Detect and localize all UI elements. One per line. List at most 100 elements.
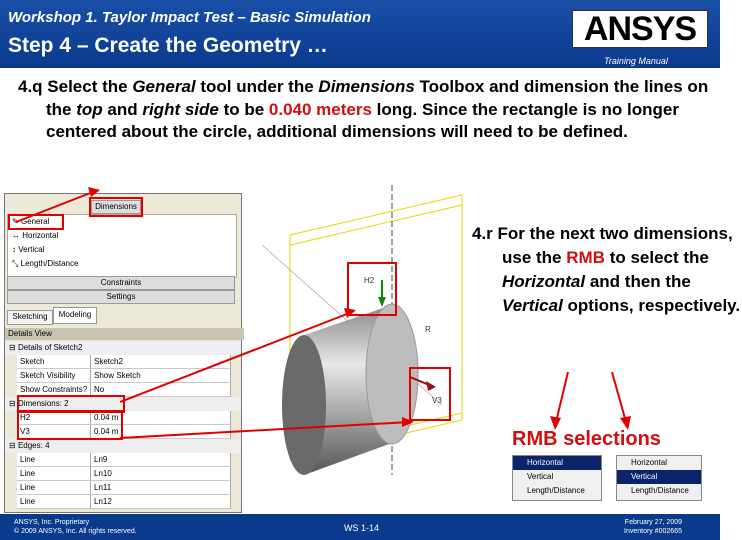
details-section-sketch[interactable]: ⊟ Details of Sketch2 [5,341,241,355]
details-section-label: Details of Sketch2 [17,343,83,352]
rtext-rmb: RMB [566,248,605,267]
menu-label: Vertical [631,472,658,481]
rtext-prefix: 4.r For the next two dimensions, use the [472,224,733,267]
arrow-rmb-right [611,371,627,423]
arrow-general [15,189,99,223]
highlight-right-line [409,367,451,421]
radius-label: R [425,325,431,334]
horizontal-tool-label: Horizontal [22,231,59,240]
footer-copyright: ANSYS, Inc. Proprietary © 2009 ANSYS, Inc… [14,518,137,536]
instr-top: top [76,99,103,119]
workshop-title: Workshop 1. Taylor Impact Test – Basic S… [8,9,371,26]
rtext-suffix: options, respectively. [562,296,741,315]
tab-sketching[interactable]: Sketching [7,310,53,325]
highlight-dimension-values [17,410,123,440]
cylinder-end [282,335,326,475]
row-key: Sketch Visibility [17,369,91,383]
row-key: H2 [17,411,91,425]
instr-dimensions: Dimensions [318,77,415,96]
row-value[interactable]: Sketch2 [91,355,231,369]
logo-text: ANSYS [583,10,697,48]
footer-company: ANSYS, Inc. Proprietary [14,519,90,526]
h2-label: H2 [364,276,375,285]
h2-arrow [378,297,386,307]
menu-item-horizontal[interactable]: Horizontal [513,456,601,470]
length-distance-tool-label: Length/Distance [20,259,79,268]
row-value: Ln10 [91,467,231,481]
arrow-dims-right [119,421,411,439]
row-key: Line [17,453,91,467]
arrow-dims-top [119,311,353,403]
v3-arrow [426,381,436,391]
row-key: Line [17,481,91,495]
length-distance-tool[interactable]: ⤡ Length/Distance [12,259,79,268]
vertical-tool-label: Vertical [18,245,45,254]
footer-date: February 27, 2009 [624,519,682,526]
highlight-dimensions-section [17,395,125,413]
menu-item-horizontal[interactable]: Horizontal [617,456,701,470]
instr-right-side: right side [142,99,219,119]
arrow-rmb-left [555,371,569,423]
row-value: Ln9 [91,453,231,467]
connector-arrows [15,187,631,439]
general-tool-label: General [20,217,50,226]
geometry-viewport[interactable]: H2 R V3 [242,185,472,475]
footer-rights: © 2009 ANSYS, Inc. All rights reserved. [14,528,137,535]
instr-mid3: and [102,99,143,119]
arrow-general-head [88,187,100,197]
arrow-dims-right-head [402,417,414,427]
menu-item-vertical[interactable]: Vertical [513,470,601,484]
menu-label: Horizontal [527,458,564,467]
highlight-top-line [347,262,397,316]
footer-bar [0,514,720,540]
cylinder-face [365,303,419,445]
instr-mid1: tool under the [195,77,319,96]
step-title: Step 4 – Create the Geometry … [8,34,328,57]
menu-label: Vertical [527,472,554,481]
ansys-logo: ANSYS [572,10,708,48]
menu-item-vertical[interactable]: Vertical [617,470,701,484]
row-value[interactable]: No [91,383,231,397]
details-view-title: Details View [5,328,244,340]
menu-label: Length/Distance [631,486,689,495]
details-section-label: Dimensions: 2 [17,399,69,408]
arrow-rmb-left-head [550,416,561,430]
rtext-mid2: and then the [585,272,691,291]
instr-general: General [132,77,196,96]
row-key: Sketch [17,355,91,369]
constraints-header[interactable]: Constraints [7,276,235,290]
menu-label: Horizontal [631,458,668,467]
context-menu-horizontal: Horizontal Vertical Length/Distance [512,455,602,501]
horizontal-tool[interactable]: ↔ Horizontal [12,231,59,240]
instr-mid2: Toolbox and dimension the lines on the [46,77,709,119]
general-tool[interactable]: ✎ General [12,217,50,226]
h2-value[interactable]: 0.04 m [91,411,231,425]
settings-header[interactable]: Settings [7,290,235,304]
rmb-instruction: 4.r For the next two dimensions, use the… [472,222,742,318]
details-section-edges[interactable]: ⊟ Edges: 4 [5,439,241,453]
tab-modeling[interactable]: Modeling [53,307,97,324]
training-manual-label: Training Manual [604,56,668,66]
dimensions-toolbox-header[interactable]: Dimensions [91,200,141,214]
menu-item-length-distance[interactable]: Length/Distance [513,484,601,498]
v3-label: V3 [432,396,442,405]
menu-item-length-distance[interactable]: Length/Distance [617,484,701,498]
rtext-vertical: Vertical [502,296,563,315]
instr-prefix: 4.q Select the [18,77,133,96]
arrow-rmb-right-head [620,416,631,430]
arrow-dims-top-head [344,308,356,318]
vertical-tool[interactable]: ↕ Vertical [12,245,45,254]
instruction-text: 4.q Select the General tool under the Di… [18,76,736,144]
context-menu-vertical: Horizontal Vertical Length/Distance [616,455,702,501]
instr-value: 0.040 meters [268,99,372,119]
toolbox-details-panel: Dimensions ✎ General ↔ Horizontal ↕ Vert… [4,193,244,513]
footer-inventory: Inventory #002665 [624,528,682,535]
